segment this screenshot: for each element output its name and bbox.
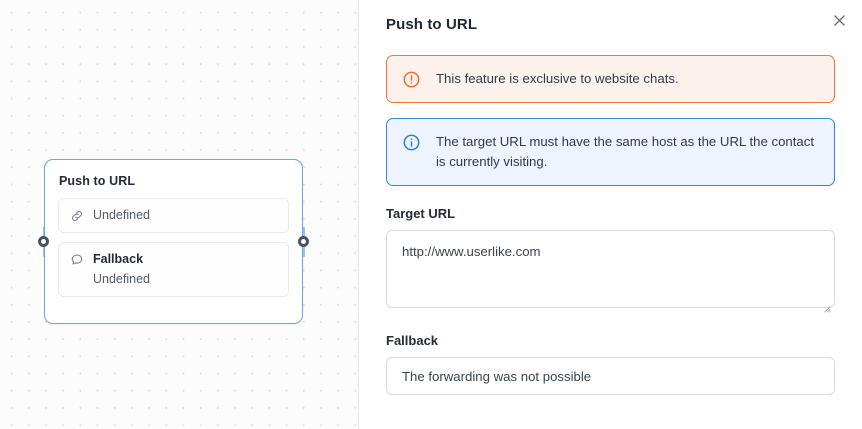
- output-port[interactable]: [298, 236, 309, 247]
- target-url-label: Target URL: [386, 206, 456, 221]
- flow-node-rows: Undefined Fallback Undefined: [45, 188, 302, 297]
- info-alert: The target URL must have the same host a…: [386, 118, 835, 186]
- flow-node-title: Push to URL: [59, 174, 136, 188]
- alert-circle-icon: [402, 70, 421, 89]
- target-url-field-wrap: [386, 230, 835, 313]
- page-title: Push to URL: [386, 16, 478, 33]
- close-button[interactable]: [826, 7, 852, 33]
- close-icon: [832, 13, 847, 28]
- properties-panel: Push to URL This feature is exclusive to…: [359, 0, 862, 429]
- link-icon: [70, 209, 84, 223]
- info-circle-icon: [402, 133, 421, 152]
- flow-node-push-to-url[interactable]: Push to URL Undefined: [44, 159, 303, 324]
- warning-alert: This feature is exclusive to website cha…: [386, 55, 835, 103]
- target-url-input[interactable]: [386, 230, 835, 308]
- flow-node-row-fallback-label: Fallback: [93, 252, 144, 266]
- panel-header: Push to URL: [386, 0, 835, 33]
- flow-node-row-target-url-label: Undefined: [93, 208, 150, 222]
- input-port[interactable]: [38, 236, 49, 247]
- flow-node-row-fallback-value: Undefined: [93, 272, 150, 286]
- fallback-label: Fallback: [386, 333, 439, 348]
- info-alert-message: The target URL must have the same host a…: [436, 134, 814, 169]
- chat-bubble-icon: [70, 253, 84, 267]
- flow-node-row-fallback[interactable]: Fallback Undefined: [58, 242, 289, 297]
- flow-node-row-target-url[interactable]: Undefined: [58, 198, 289, 233]
- flow-canvas[interactable]: Push to URL Undefined: [0, 0, 359, 429]
- fallback-input[interactable]: [386, 357, 835, 395]
- warning-alert-message: This feature is exclusive to website cha…: [436, 71, 679, 86]
